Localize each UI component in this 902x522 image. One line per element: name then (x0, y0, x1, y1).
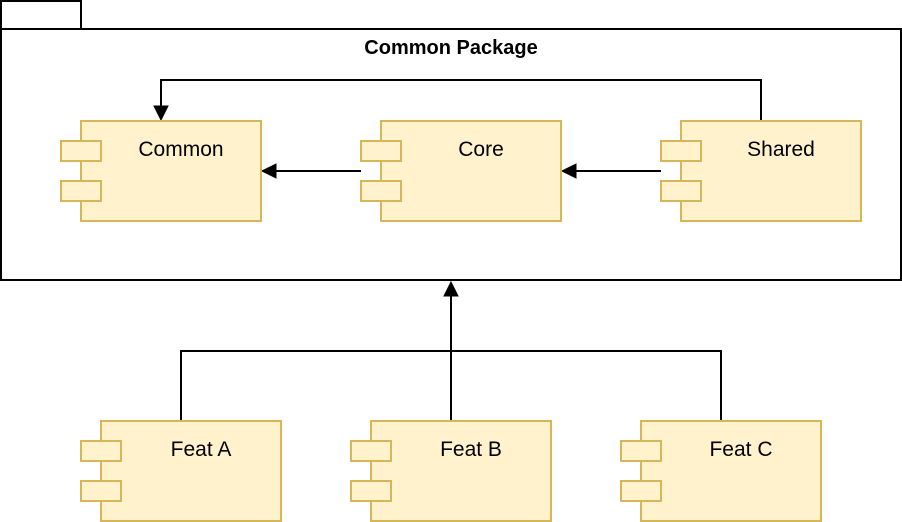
component-label: Feat B (440, 438, 502, 461)
component-port-icon (60, 180, 102, 202)
edge-shared-to-common (160, 79, 762, 120)
component-port-icon (660, 140, 702, 162)
package-title: Common Package (364, 37, 537, 59)
component-port-icon (80, 480, 122, 502)
component-feat-a: Feat A (80, 420, 282, 522)
component-port-icon (80, 440, 122, 462)
component-label: Core (458, 138, 504, 161)
component-feat-b: Feat B (350, 420, 552, 522)
arrowhead-icon (260, 163, 277, 179)
component-port-icon (620, 440, 662, 462)
component-port-icon (350, 440, 392, 462)
arrowhead-icon (153, 105, 169, 122)
arrowhead-icon (560, 163, 577, 179)
component-label: Feat C (709, 438, 772, 461)
dependency-edges (153, 79, 762, 420)
package-tab (0, 0, 82, 30)
component-feat-c: Feat C (620, 420, 822, 522)
component-common: Common (60, 120, 262, 222)
component-core: Core (360, 120, 562, 222)
component-label: Shared (747, 138, 815, 161)
component-port-icon (350, 480, 392, 502)
component-shared: Shared (660, 120, 862, 222)
component-port-icon (360, 140, 402, 162)
component-label: Feat A (171, 438, 232, 461)
component-label: Common (138, 138, 223, 161)
component-port-icon (60, 140, 102, 162)
component-port-icon (620, 480, 662, 502)
arrowhead-icon (443, 280, 459, 297)
component-port-icon (360, 180, 402, 202)
component-port-icon (660, 180, 702, 202)
